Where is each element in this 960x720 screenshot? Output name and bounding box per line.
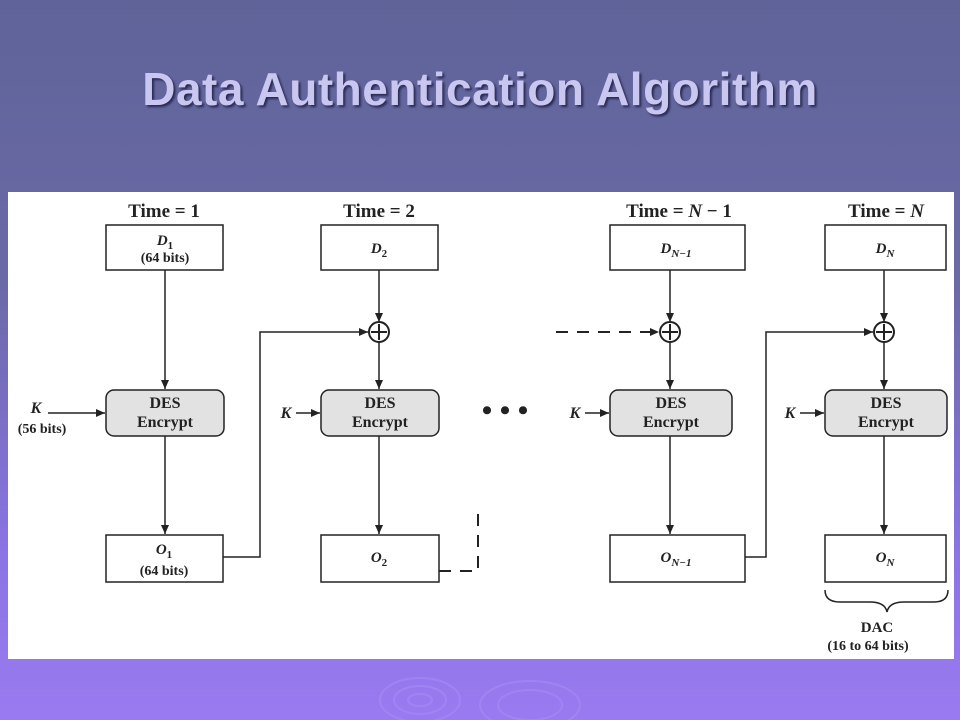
encrypt-label: Encrypt bbox=[858, 414, 915, 431]
data-block-n: DN bbox=[824, 224, 947, 271]
data-block-base: D bbox=[875, 241, 887, 257]
time-label-suffix: − 1 bbox=[702, 201, 732, 222]
dashed-o2-continuation bbox=[439, 512, 479, 572]
data-block-n-minus-1: DN−1 bbox=[609, 224, 746, 271]
dac-diagram: Time = 1 Time = 2 Time = N − 1 Time = N … bbox=[18, 201, 949, 654]
time-label-2: Time = 2 bbox=[343, 201, 415, 222]
output-block-sub: 1 bbox=[167, 549, 173, 561]
output-block-sub: 2 bbox=[382, 557, 388, 569]
time-label-prefix: Time = bbox=[848, 201, 910, 222]
dac-size-note: (16 to 64 bits) bbox=[827, 639, 909, 654]
data-block-note: (64 bits) bbox=[141, 251, 190, 266]
time-label-n-final: Time = N bbox=[848, 201, 925, 222]
svg-text:O2: O2 bbox=[371, 550, 388, 569]
svg-text:ON−1: ON−1 bbox=[661, 550, 692, 569]
data-block-base: D bbox=[370, 241, 382, 257]
encrypt-label: Encrypt bbox=[352, 414, 409, 431]
feedback-on1-to-xorn bbox=[745, 328, 873, 558]
output-block-note: (64 bits) bbox=[140, 564, 189, 579]
output-block-sub: N−1 bbox=[670, 557, 691, 569]
feedback-o1-to-xor2 bbox=[223, 328, 368, 558]
des-label: DES bbox=[364, 395, 395, 412]
diagram-panel: Time = 1 Time = 2 Time = N − 1 Time = N … bbox=[8, 192, 954, 659]
output-block-n-minus-1: ON−1 bbox=[609, 534, 746, 583]
time-label-n: N bbox=[687, 201, 703, 222]
des-encrypt-box-n-minus-1: DES Encrypt bbox=[609, 389, 733, 437]
xor-node-n-minus-1 bbox=[659, 321, 681, 343]
des-label: DES bbox=[655, 395, 686, 412]
key-label-2: K bbox=[280, 405, 293, 422]
des-encrypt-box-1: DES Encrypt bbox=[105, 389, 225, 437]
svg-text:D2: D2 bbox=[370, 241, 388, 260]
output-block-base: O bbox=[876, 550, 887, 566]
output-block-2: O2 bbox=[320, 534, 440, 583]
background-swirl-decoration bbox=[379, 677, 581, 720]
des-encrypt-box-n: DES Encrypt bbox=[824, 389, 948, 437]
des-label: DES bbox=[870, 395, 901, 412]
xor-node-n bbox=[873, 321, 895, 343]
data-block-sub: N bbox=[885, 248, 895, 260]
encrypt-label: Encrypt bbox=[137, 414, 194, 431]
key-size-note: (56 bits) bbox=[18, 422, 67, 437]
output-block-1: O1 (64 bits) bbox=[105, 534, 224, 583]
data-block-1: D1 (64 bits) bbox=[105, 224, 224, 271]
data-block-sub: 1 bbox=[168, 240, 174, 252]
encrypt-label: Encrypt bbox=[643, 414, 700, 431]
output-block-base: O bbox=[156, 542, 167, 558]
output-block-sub: N bbox=[885, 557, 895, 569]
data-block-base: D bbox=[156, 233, 168, 249]
dac-brace bbox=[824, 589, 949, 613]
data-block-sub: 2 bbox=[382, 248, 388, 260]
output-block-n: ON bbox=[824, 534, 947, 583]
time-label-n: N bbox=[909, 201, 925, 222]
data-block-sub: N−1 bbox=[670, 248, 691, 260]
des-label: DES bbox=[149, 395, 180, 412]
data-block-2: D2 bbox=[320, 224, 439, 271]
output-block-base: O bbox=[661, 550, 672, 566]
svg-text:DN−1: DN−1 bbox=[660, 241, 692, 260]
des-encrypt-box-2: DES Encrypt bbox=[320, 389, 440, 437]
key-label-n-minus-1: K bbox=[569, 405, 582, 422]
key-label-1: K bbox=[30, 400, 43, 417]
time-label-1: Time = 1 bbox=[128, 201, 200, 222]
svg-text:D1: D1 bbox=[156, 233, 173, 252]
data-block-base: D bbox=[660, 241, 672, 257]
slide-title: Data Authentication Algorithm bbox=[142, 63, 818, 115]
svg-text:ON: ON bbox=[876, 550, 896, 569]
time-label-prefix: Time = bbox=[626, 201, 688, 222]
output-block-base: O bbox=[371, 550, 382, 566]
time-label-n-minus-1: Time = N − 1 bbox=[626, 201, 732, 222]
svg-text:DN: DN bbox=[875, 241, 896, 260]
xor-node-2 bbox=[368, 321, 390, 343]
key-label-n: K bbox=[784, 405, 797, 422]
stage-ellipsis: • • • bbox=[482, 394, 529, 427]
svg-text:O1: O1 bbox=[156, 542, 172, 561]
dac-label: DAC bbox=[861, 620, 894, 636]
